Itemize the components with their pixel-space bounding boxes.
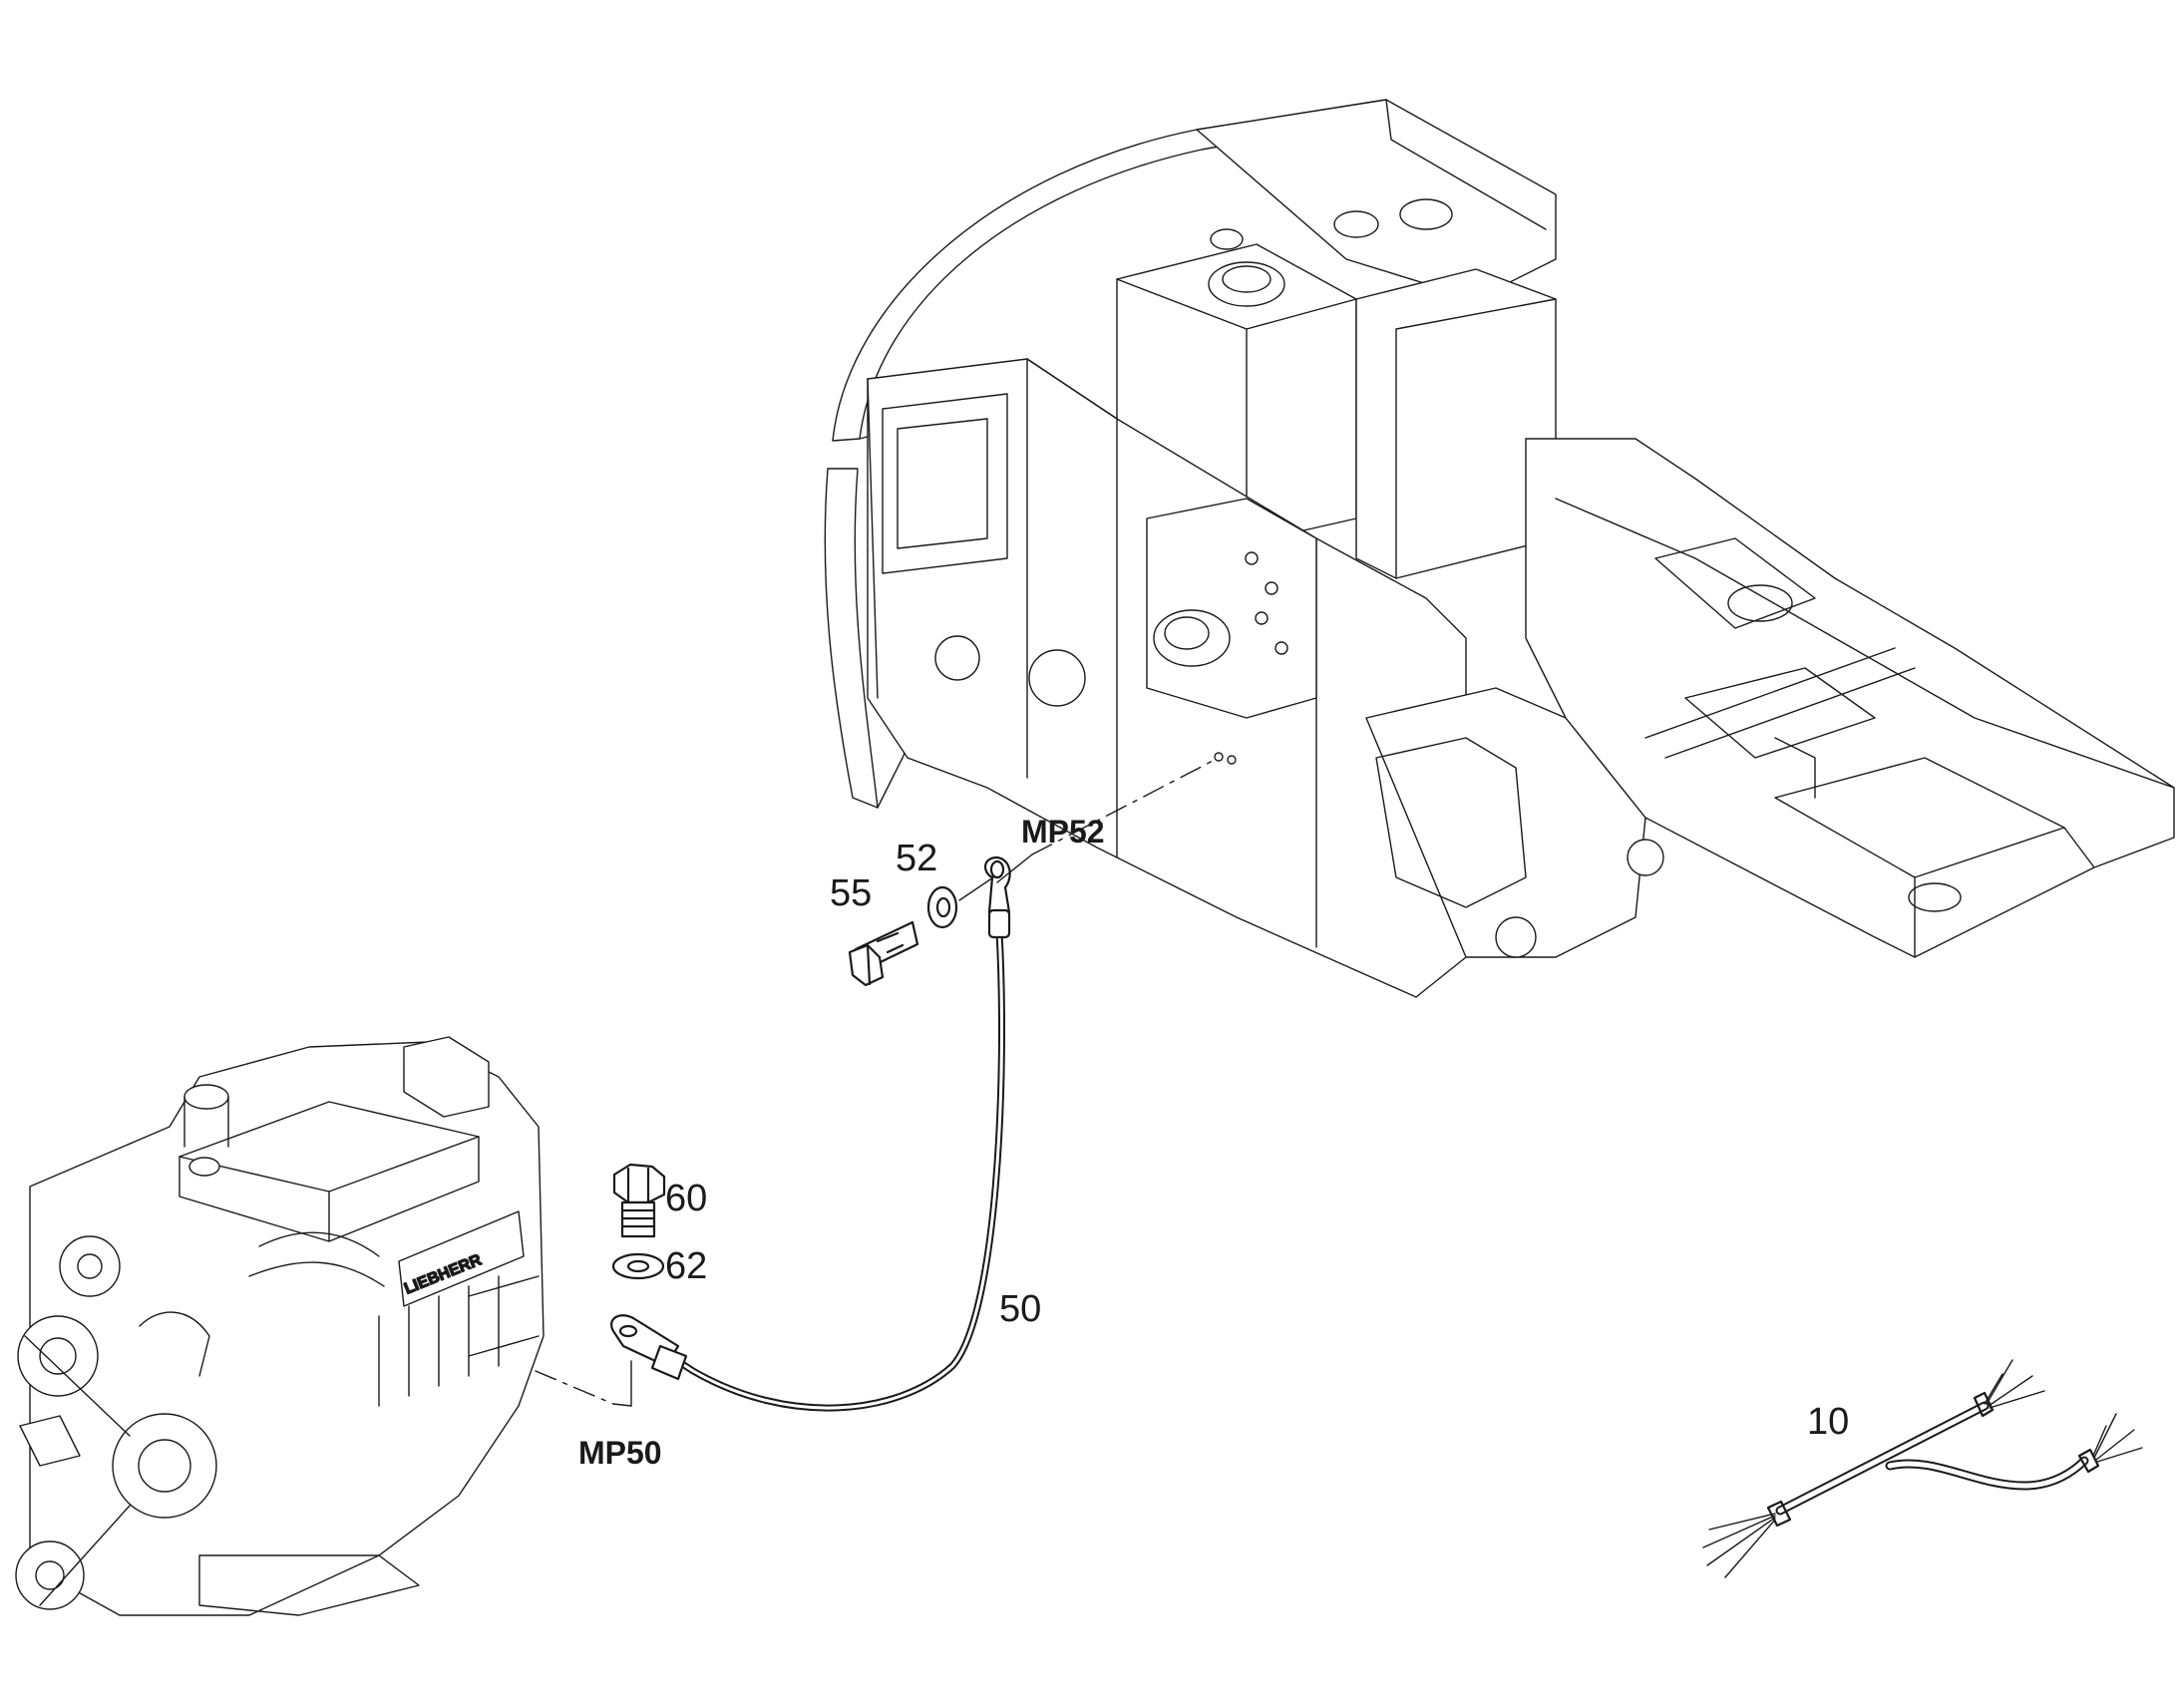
callout-62: 62: [665, 1245, 707, 1287]
wire-harness-10: [1702, 1359, 2143, 1578]
mounting-point-mp52: MP52: [1021, 814, 1105, 850]
upper-frame-assembly: [824, 99, 2175, 998]
washer-62: [611, 1252, 665, 1280]
callout-60: 60: [665, 1178, 707, 1219]
callout-10: 10: [1807, 1401, 1849, 1443]
ground-cable: [610, 855, 1011, 1412]
callout-50: 50: [999, 1288, 1041, 1330]
callout-52: 52: [896, 838, 937, 879]
engine-assembly: LIEBHERR: [15, 1036, 545, 1616]
leader-lines: [535, 759, 1216, 1407]
callout-labels: 55 52 MP52 60 62 50 MP50 10: [578, 814, 1849, 1471]
bolt-60: [612, 1163, 666, 1238]
mounting-point-mp50: MP50: [578, 1435, 662, 1471]
washer-52: [926, 885, 958, 929]
bolt-55: [848, 920, 919, 987]
callout-55: 55: [830, 872, 872, 914]
